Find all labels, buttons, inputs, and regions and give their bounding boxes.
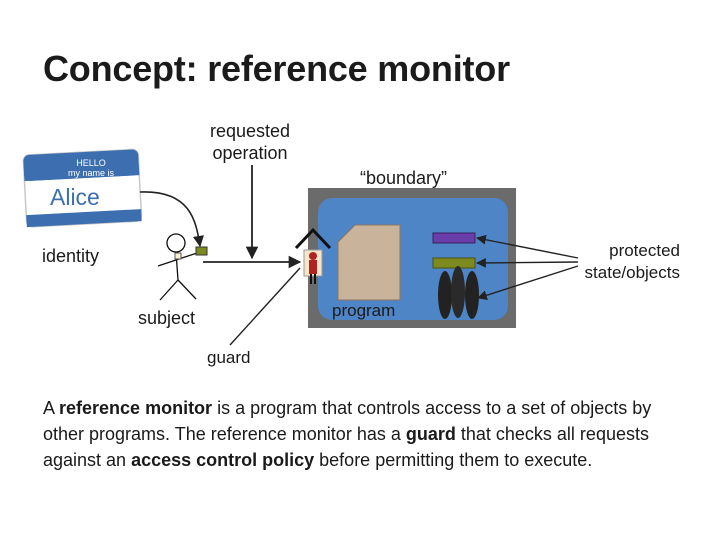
name-tag-hello-label: HELLO	[76, 158, 106, 168]
para-text-1: A	[43, 398, 60, 418]
protected-pointer-3	[477, 265, 579, 300]
guard-pointer	[229, 267, 301, 346]
protected-pointer-1	[476, 234, 579, 259]
object-purple	[432, 232, 476, 244]
boundary-label: “boundary”	[360, 168, 448, 188]
guard-label: guard	[207, 348, 251, 367]
para-bold-reference-monitor: reference monitor	[59, 398, 213, 418]
subject-stick-figure	[157, 233, 201, 301]
name-tag-name: Alice	[50, 184, 100, 210]
program-label: program	[332, 301, 396, 320]
name-tag-hello: HELLO my name is	[66, 158, 116, 178]
storage-objects	[438, 266, 479, 319]
object-olive	[432, 257, 476, 269]
name-tag	[22, 148, 143, 228]
protected-pointer-2	[476, 258, 579, 268]
protected-objects-label: protected state/objects	[584, 241, 680, 282]
guard-icon	[294, 227, 332, 284]
para-text-2: is a program that controls access to a s…	[43, 398, 652, 444]
program-document	[337, 224, 401, 301]
subject-label: subject	[138, 308, 196, 328]
para-text-4: before permitting them to execute.	[314, 450, 593, 470]
identity-arrow	[139, 191, 205, 248]
subject-badge	[174, 252, 182, 260]
identity-label: identity	[42, 246, 100, 266]
requested-operation-label: requested operation	[209, 121, 291, 163]
para-bold-access-control-policy: access control policy	[131, 450, 315, 470]
name-tag-my-name-is: my name is	[67, 168, 114, 178]
identity-token	[195, 246, 208, 256]
description-paragraph: A reference monitor is a program that co…	[43, 395, 663, 473]
para-bold-guard: guard	[405, 424, 456, 444]
page-title: Concept: reference monitor	[43, 48, 510, 89]
para-text-3: that checks all requests against an	[43, 424, 649, 470]
